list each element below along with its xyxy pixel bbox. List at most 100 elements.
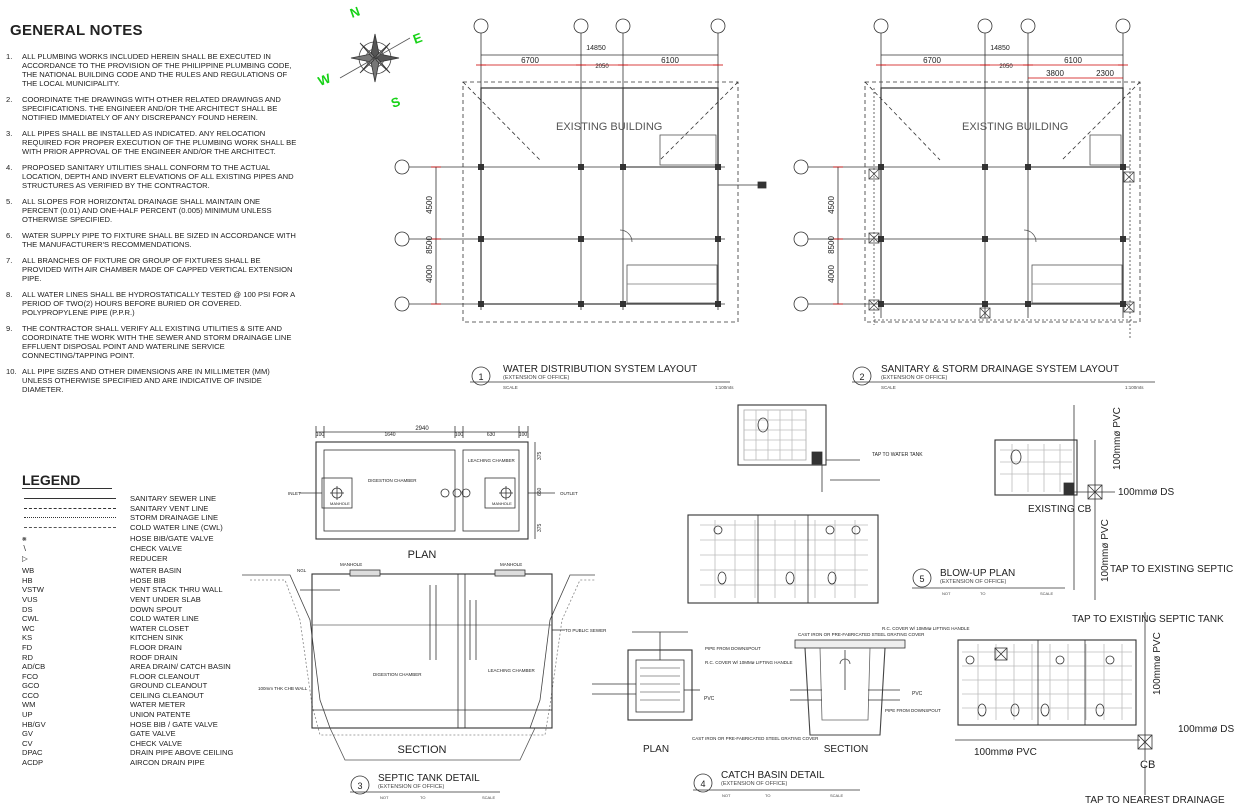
plan2-dim-r2: 2300 [1096, 69, 1114, 78]
cb-plan-cast-iron: CAST IRON OR PRE-FABRICATED STEEL GRATIN… [692, 736, 819, 741]
legend-abbr-label: VENT STACK THRU WALL [130, 585, 223, 595]
legend-abbr: FCO [22, 671, 39, 681]
legend-abbr: GV [22, 729, 33, 739]
general-note-text: ALL PIPES SHALL BE INSTALLED AS INDICATE… [22, 129, 297, 156]
legend-line-symbol [22, 494, 130, 504]
legend-abbr: GCO [22, 681, 40, 691]
legend-abbr-label: COLD WATER LINE [130, 614, 199, 624]
plan1-dim-h-total: 8500 [425, 236, 434, 254]
legend-abbr: ACDP [22, 758, 44, 768]
legend-symbol-item: ▷REDUCER [22, 554, 252, 564]
legend-abbr-label: AIRCON DRAIN PIPE [130, 758, 205, 768]
blowup-pvc-100-bottom-h: 100mmø PVC [974, 747, 1037, 758]
legend-line-item: SANITARY SEWER LINE [22, 494, 252, 504]
legend-abbr-label: AREA DRAIN/ CATCH BASIN [130, 662, 231, 672]
plan2-dim-h-total: 8500 [827, 236, 836, 254]
septic-title: SEPTIC TANK DETAIL [378, 773, 480, 784]
blowup-toilet-middle [687, 514, 879, 604]
blowup-title-num: 5 [919, 574, 924, 584]
legend-symbol-label: CHECK VALVE [130, 543, 183, 553]
legend-line-label: COLD WATER LINE (CWL) [130, 522, 223, 532]
plan2-dim-total: 14850 [990, 45, 1010, 52]
general-note-text: COORDINATE THE DRAWINGS WITH OTHER RELAT… [22, 95, 281, 122]
compass-s-label: S [389, 94, 403, 111]
plan2-title: SANITARY & STORM DRAINAGE SYSTEM LAYOUT [881, 364, 1119, 375]
legend-symbol-item: ⨳HOSE BIB/GATE VALVE [22, 534, 252, 544]
septic-title-num: 3 [357, 781, 362, 791]
cb-section-pvc: PVC [912, 691, 923, 697]
legend-abbr: DS [22, 604, 33, 614]
general-note-number: 1. [6, 52, 13, 61]
septic-section-drawing [242, 569, 595, 761]
legend-abbr-label: WATER METER [130, 700, 186, 710]
legend-abbr: AD/CB [22, 662, 46, 672]
legend-abbr: CV [22, 738, 33, 748]
cb-scale-b: TO [765, 793, 770, 798]
legend-abbr: CCO [22, 690, 39, 700]
check-valve-icon: ∖ [22, 543, 27, 553]
septic-section-digestion: DIGESTION CHAMBER [373, 672, 422, 677]
general-note-item: 10.ALL PIPE SIZES AND OTHER DIMENSIONS A… [6, 367, 298, 394]
septic-dim-total: 2940 [415, 426, 429, 432]
septic-section-label: SECTION [398, 744, 447, 756]
legend-line-sample [24, 498, 116, 499]
general-note-item: 8.ALL WATER LINES SHALL BE HYDROSTATICAL… [6, 290, 298, 317]
septic-to-public-sewer: TO PUBLIC SEWER [565, 628, 607, 633]
general-note-text: ALL SLOPES FOR HORIZONTAL DRAINAGE SHALL… [22, 197, 272, 224]
legend-abbr: WB [22, 566, 35, 576]
blowup-tap-septic-top: TAP TO EXISTING SEPTIC TANK [1072, 614, 1224, 625]
legend-abbr-label: GATE VALVE [130, 729, 176, 739]
legend-abbr: VUS [22, 594, 38, 604]
general-note-number: 3. [6, 129, 13, 138]
plan1-title-bubble [471, 366, 491, 386]
legend-abbr-label: FLOOR DRAIN [130, 642, 182, 652]
general-note-item: 5.ALL SLOPES FOR HORIZONTAL DRAINAGE SHA… [6, 197, 298, 224]
septic-dim-v2: 650 [537, 487, 543, 496]
general-note-item: 1. ALL PLUMBING WORKS INCLUDED HEREIN SHA… [6, 52, 298, 88]
legend-abbr: HB/GV [22, 719, 46, 729]
legend-abbr-label: CHECK VALVE [130, 738, 183, 748]
general-note-number: 9. [6, 324, 13, 333]
legend-line-sample [24, 517, 116, 519]
general-note-item: 2.COORDINATE THE DRAWINGS WITH OTHER REL… [6, 95, 298, 122]
septic-dim-v3: 375 [537, 523, 543, 532]
catch-basin-plan-drawing [592, 631, 700, 721]
legend-abbr-item: CWL COLD WATER LINE [22, 614, 252, 624]
sanitary-drainage-plan [793, 18, 1141, 340]
septic-dim-d3: 100 [455, 432, 464, 438]
legend-abbr-item: ACDP AIRCON DRAIN PIPE [22, 758, 252, 768]
septic-manhole-1: MANHOLE [330, 501, 350, 506]
septic-subtitle: (EXTENSION OF OFFICE) [378, 784, 444, 790]
legend-line-item: STORM DRAINAGE LINE [22, 513, 252, 523]
catch-basin-section-drawing [790, 639, 906, 736]
legend-line-symbol [22, 523, 130, 533]
plan2-title-bubble [852, 366, 872, 386]
legend-abbr-label: HOSE BIB [130, 575, 166, 585]
legend-abbr-label: VENT UNDER SLAB [130, 594, 201, 604]
septic-plan-drawing [300, 426, 555, 540]
blowup-ds-100: 100mmø DS [1118, 487, 1174, 498]
blowup-toilet-bottom [955, 612, 1153, 795]
septic-dim-d1: 100 [316, 432, 325, 438]
legend-line-sample [24, 526, 116, 528]
cb-section-label: SECTION [824, 744, 868, 755]
blowup-pvc-100-v: 100mmø PVC [1100, 519, 1111, 582]
legend-abbr-item: CV CHECK VALVE [22, 739, 252, 749]
general-note-item: 4. PROPOSED SANITARY UTILITIES SHALL CONF… [6, 163, 298, 190]
general-note-number: 4. [6, 163, 13, 172]
legend-abbr: FD [22, 642, 33, 652]
general-note-text: ALL PLUMBING WORKS INCLUDED HEREIN SHALL… [22, 52, 292, 88]
legend-line-label: STORM DRAINAGE LINE [130, 513, 219, 523]
legend-abbr: CWL [22, 614, 39, 624]
septic-section-manhole-1: MANHOLE [340, 562, 362, 567]
plan2-subtitle: (EXTENSION OF OFFICE) [881, 375, 947, 381]
plan2-dim-left: 6700 [923, 56, 941, 65]
legend-abbr-item: VUS VENT UNDER SLAB [22, 595, 252, 605]
general-note-item: 7.ALL BRANCHES OF FIXTURE OR GROUP OF FI… [6, 256, 298, 283]
general-note-text: PROPOSED SANITARY UTILITIES SHALL CONFOR… [22, 163, 294, 190]
legend-abbr-label: CEILING CLEANOUT [130, 690, 204, 700]
